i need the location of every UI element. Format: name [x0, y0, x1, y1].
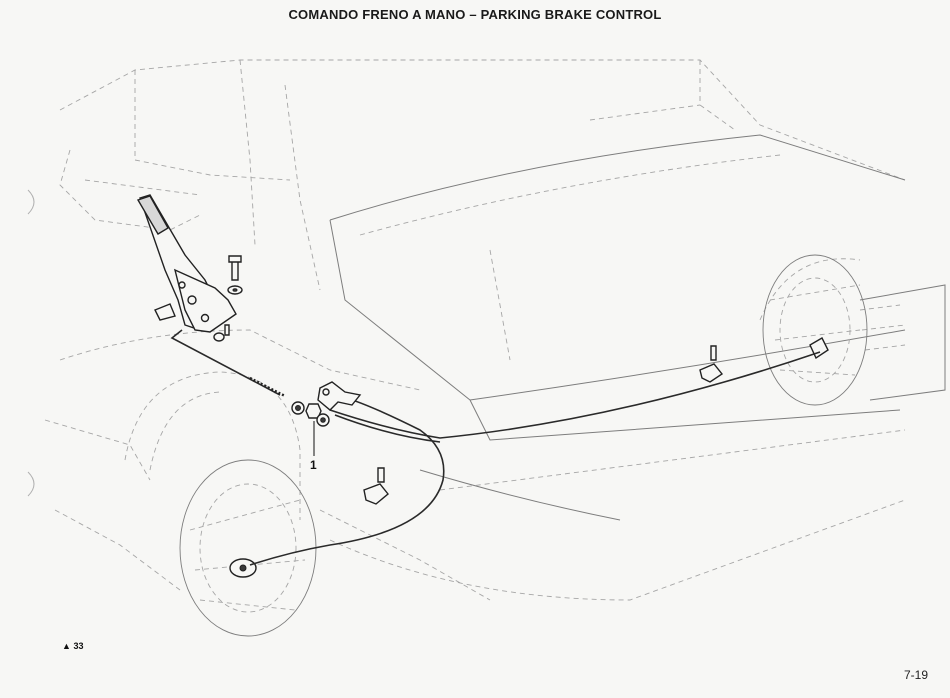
page-title: COMANDO FRENO A MANO – PARKING BRAKE CON… — [288, 7, 662, 22]
binder-hole-top — [27, 189, 35, 215]
left-brake-backing-plate — [179, 459, 317, 637]
cable-clip-centre — [363, 467, 389, 505]
cable-equaliser — [317, 381, 362, 411]
brake-cables — [170, 329, 821, 566]
car-body-outline — [44, 59, 946, 601]
figure-reference: ▲ 33 — [62, 641, 83, 651]
figure-number: 33 — [73, 641, 84, 651]
callout-1-label: 1 — [310, 458, 317, 472]
binder-hole-bottom — [27, 471, 35, 497]
cable-clip-right — [699, 345, 724, 383]
right-brake-backing-plate — [762, 254, 868, 406]
adjusting-nut-and-washer — [291, 401, 330, 427]
triangle-marker-icon: ▲ — [62, 641, 71, 651]
page-number: 7-19 — [903, 668, 928, 682]
lever-mounting-bolt — [213, 255, 243, 342]
hand-brake-lever — [136, 194, 237, 333]
